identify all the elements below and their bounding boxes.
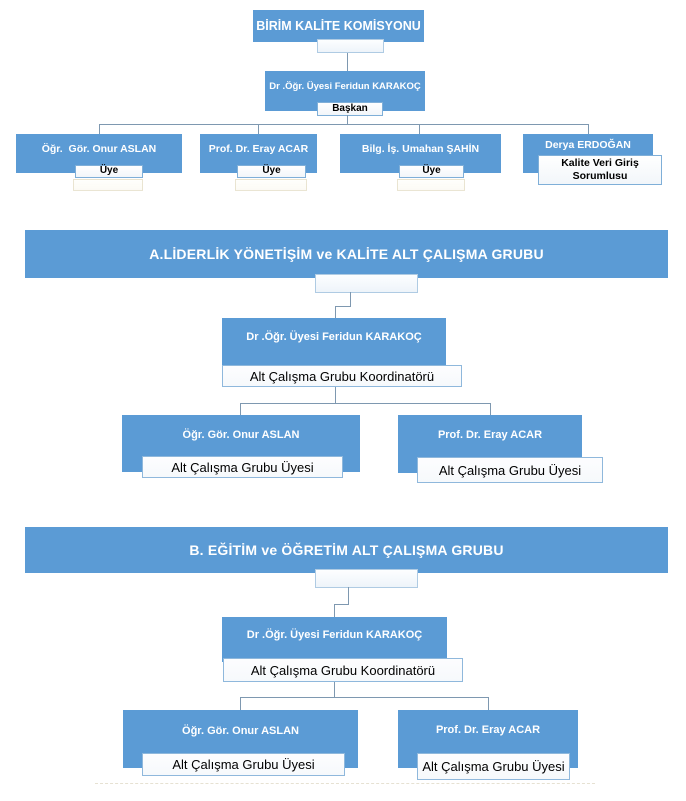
connector-line bbox=[350, 292, 351, 307]
group-b-title: B. EĞİTİM ve ÖĞRETİM ALT ÇALIŞMA GRUBU bbox=[189, 542, 504, 558]
connector-line bbox=[240, 403, 491, 404]
committee-chair-role-badge: Başkan bbox=[317, 102, 383, 116]
group-b-member-label: Alt Çalışma Grubu Üyesi bbox=[142, 753, 345, 776]
connector-line bbox=[348, 587, 349, 605]
member-name: Öğr. Gör. Onur ASLAN bbox=[182, 429, 300, 442]
member-name: Derya ERDOĞAN bbox=[545, 139, 631, 152]
committee-chair-name: Dr .Öğr. Üyesi Feridun KARAKOÇ bbox=[269, 80, 421, 92]
member-role: Kalite Veri Giriş Sorumlusu bbox=[561, 156, 639, 182]
group-b-banner: B. EĞİTİM ve ÖĞRETİM ALT ÇALIŞMA GRUBU bbox=[25, 527, 668, 573]
group-a-member-label: Alt Çalışma Grubu Üyesi bbox=[142, 456, 343, 478]
connector-line bbox=[335, 306, 336, 318]
connector-line bbox=[335, 387, 336, 403]
member-role: Üye bbox=[422, 165, 441, 177]
ghost-box bbox=[235, 179, 307, 191]
member-role: Alt Çalışma Grubu Üyesi bbox=[172, 757, 315, 772]
connector-line bbox=[258, 124, 259, 134]
member-name: Öğr. Gör. Onur ASLAN bbox=[41, 142, 157, 155]
connector-line bbox=[419, 124, 420, 134]
connector-line bbox=[588, 124, 589, 134]
member-name: Öğr. Gör. Onur ASLAN bbox=[182, 724, 299, 737]
member-name: Prof. Dr. Eray ACAR bbox=[435, 723, 541, 736]
connector-line bbox=[334, 604, 335, 617]
connector-line bbox=[240, 403, 241, 415]
connector-line bbox=[488, 697, 489, 710]
connector-line bbox=[334, 604, 349, 605]
member-role-badge: Üye bbox=[399, 165, 464, 178]
group-b-coordinator-box: Dr .Öğr. Üyesi Feridun KARAKOÇ bbox=[222, 617, 447, 662]
coordinator-name: Dr .Öğr. Üyesi Feridun KARAKOÇ bbox=[246, 629, 423, 642]
connector-line bbox=[99, 124, 589, 125]
member-role: Alt Çalışma Grubu Üyesi bbox=[438, 462, 582, 478]
connector-line bbox=[240, 697, 241, 710]
group-a-member-label: Alt Çalışma Grubu Üyesi bbox=[417, 457, 603, 483]
committee-member-box-onur-aslan: Öğr. Gör. Onur ASLAN bbox=[16, 134, 182, 173]
ghost-box bbox=[73, 179, 143, 191]
faint-guide-line bbox=[95, 783, 595, 784]
connector-line bbox=[240, 697, 489, 698]
coordinator-name: Dr .Öğr. Üyesi Feridun KARAKOÇ bbox=[246, 331, 422, 344]
member-role-badge: Üye bbox=[237, 165, 306, 178]
member-name: Prof. Dr. Eray ACAR bbox=[208, 142, 309, 155]
group-b-connector-stub-box bbox=[315, 569, 418, 588]
group-a-banner: A.LİDERLİK YÖNETİŞİM ve KALİTE ALT ÇALIŞ… bbox=[25, 230, 668, 278]
connector-line bbox=[334, 682, 335, 697]
committee-title-box: BİRİM KALİTE KOMİSYONU bbox=[253, 10, 424, 42]
ghost-box bbox=[397, 179, 465, 191]
member-role: Alt Çalışma Grubu Üyesi bbox=[422, 759, 565, 774]
group-b-member-label: Alt Çalışma Grubu Üyesi bbox=[417, 753, 570, 780]
connector-line bbox=[347, 115, 348, 125]
group-a-connector-stub-box bbox=[315, 274, 418, 293]
committee-title: BİRİM KALİTE KOMİSYONU bbox=[256, 19, 421, 33]
member-name: Bilg. İş. Umahan ŞAHİN bbox=[361, 142, 480, 155]
member-role: Alt Çalışma Grubu Üyesi bbox=[171, 459, 314, 475]
connector-line bbox=[335, 306, 351, 307]
group-b-coordinator-label: Alt Çalışma Grubu Koordinatörü bbox=[223, 658, 463, 682]
committee-chair-role: Başkan bbox=[332, 102, 368, 114]
member-name: Prof. Dr. Eray ACAR bbox=[437, 428, 543, 441]
member-role-badge: Üye bbox=[75, 165, 143, 178]
member-role: Üye bbox=[262, 165, 281, 177]
member-role: Üye bbox=[99, 165, 119, 177]
connector-line bbox=[99, 124, 100, 134]
committee-connector-stub-box bbox=[317, 39, 384, 53]
group-a-coordinator-box: Dr .Öğr. Üyesi Feridun KARAKOÇ bbox=[222, 318, 446, 367]
connector-line bbox=[490, 403, 491, 415]
coordinator-role: Alt Çalışma Grubu Koordinatörü bbox=[250, 662, 436, 678]
group-a-title: A.LİDERLİK YÖNETİŞİM ve KALİTE ALT ÇALIŞ… bbox=[149, 246, 544, 262]
connector-line bbox=[347, 42, 348, 71]
group-a-coordinator-label: Alt Çalışma Grubu Koordinatörü bbox=[222, 365, 462, 387]
coordinator-role: Alt Çalışma Grubu Koordinatörü bbox=[249, 368, 435, 384]
member-role-card: Kalite Veri Giriş Sorumlusu bbox=[538, 155, 662, 185]
